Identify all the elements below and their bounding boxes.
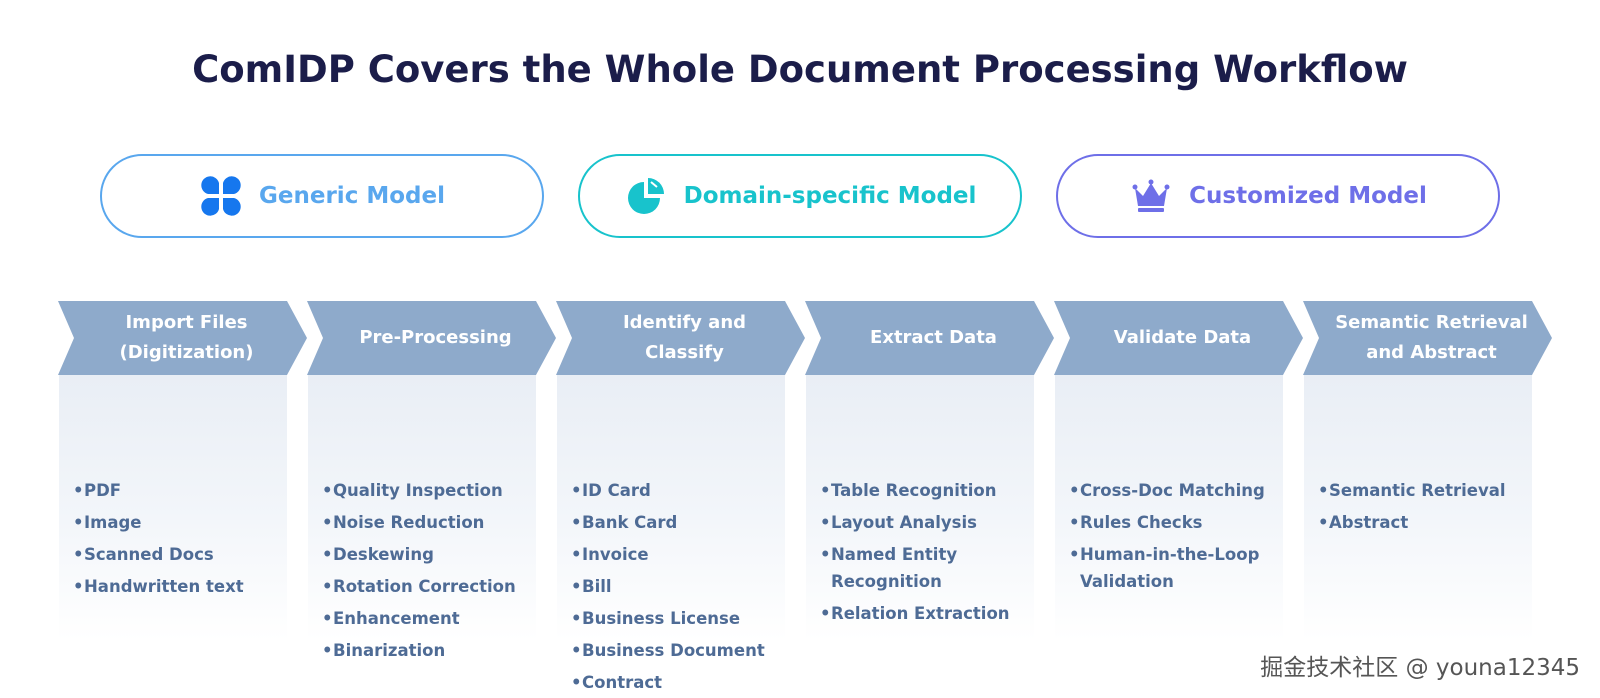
list-item: Table Recognition (820, 477, 1035, 504)
step-header: Extract Data (805, 301, 1054, 375)
list-item: Invoice (571, 541, 786, 568)
step-import-files: PDF Image Scanned Docs Handwritten text … (58, 301, 307, 641)
step-title: Import Files (Digitization) (119, 312, 254, 363)
step-header: Import Files (Digitization) (58, 301, 307, 375)
step-panel: Table Recognition Layout Analysis Named … (806, 373, 1034, 641)
list-item: Business License (571, 605, 786, 632)
list-item: Semantic Retrieval (1318, 477, 1533, 504)
list-item: Deskewing (322, 541, 537, 568)
step-item-list: Cross-Doc Matching Rules Checks Human-in… (1069, 477, 1284, 600)
pie-chart-icon (627, 178, 664, 214)
list-item: Named Entity Recognition (820, 541, 1035, 595)
step-header: Validate Data (1054, 301, 1303, 375)
step-item-list: Semantic Retrieval Abstract (1318, 477, 1533, 541)
step-title: Validate Data (1113, 327, 1252, 348)
list-item: Noise Reduction (322, 509, 537, 536)
list-item: Image (73, 509, 288, 536)
step-header: Semantic Retrieval and Abstract (1303, 301, 1552, 375)
page-title: ComIDP Covers the Whole Document Process… (192, 48, 1408, 91)
list-item: Contract (571, 669, 786, 696)
step-validate-data: Cross-Doc Matching Rules Checks Human-in… (1054, 301, 1303, 641)
model-label: Generic Model (259, 183, 445, 209)
step-pre-processing: Quality Inspection Noise Reduction Deske… (307, 301, 556, 664)
step-panel: Cross-Doc Matching Rules Checks Human-in… (1055, 373, 1283, 641)
list-item: Enhancement (322, 605, 537, 632)
list-item: PDF (73, 477, 288, 504)
list-item: Quality Inspection (322, 477, 537, 504)
list-item: Bank Card (571, 509, 786, 536)
step-panel: Semantic Retrieval Abstract (1304, 373, 1532, 641)
step-item-list: ID Card Bank Card Invoice Bill Business … (571, 477, 786, 698)
list-item: Abstract (1318, 509, 1533, 536)
list-item: Rotation Correction (322, 573, 537, 600)
list-item: Binarization (322, 637, 537, 664)
list-item: Rules Checks (1069, 509, 1284, 536)
step-header: Pre-Processing (307, 301, 556, 375)
workflow: PDF Image Scanned Docs Handwritten text … (0, 301, 1600, 696)
step-item-list: Quality Inspection Noise Reduction Deske… (322, 477, 537, 669)
model-customized: Customized Model (1056, 154, 1500, 238)
list-item: Handwritten text (73, 573, 288, 600)
step-extract-data: Table Recognition Layout Analysis Named … (805, 301, 1054, 641)
model-generic: Generic Model (100, 154, 544, 238)
watermark: 掘金技术社区 @ youna12345 (1260, 655, 1580, 681)
model-label: Domain-specific Model (683, 183, 977, 209)
step-panel: ID Card Bank Card Invoice Bill Business … (557, 373, 785, 696)
step-title: Semantic Retrieval and Abstract (1335, 312, 1528, 363)
crown-icon (1132, 179, 1170, 212)
list-item: Relation Extraction (820, 600, 1035, 627)
list-item: ID Card (571, 477, 786, 504)
model-types: Generic Model Domain-specific Model Cust… (0, 154, 1600, 238)
step-panel: PDF Image Scanned Docs Handwritten text (59, 373, 287, 641)
model-domain-specific: Domain-specific Model (578, 154, 1022, 238)
four-petal-icon (201, 176, 241, 216)
step-identify-classify: ID Card Bank Card Invoice Bill Business … (556, 301, 805, 696)
list-item: Cross-Doc Matching (1069, 477, 1284, 504)
step-panel: Quality Inspection Noise Reduction Deske… (308, 373, 536, 664)
model-label: Customized Model (1189, 183, 1427, 209)
list-item: Layout Analysis (820, 509, 1035, 536)
step-title: Pre-Processing (359, 327, 512, 348)
step-title: Identify and Classify (622, 312, 747, 363)
step-title: Extract Data (870, 327, 997, 348)
list-item: Business Document (571, 637, 786, 664)
list-item: Bill (571, 573, 786, 600)
list-item: Scanned Docs (73, 541, 288, 568)
step-semantic-retrieval: Semantic Retrieval Abstract Semantic Ret… (1303, 301, 1552, 641)
step-item-list: PDF Image Scanned Docs Handwritten text (73, 477, 288, 605)
step-item-list: Table Recognition Layout Analysis Named … (820, 477, 1035, 632)
step-header: Identify and Classify (556, 301, 805, 375)
list-item: Human-in-the-Loop Validation (1069, 541, 1284, 595)
